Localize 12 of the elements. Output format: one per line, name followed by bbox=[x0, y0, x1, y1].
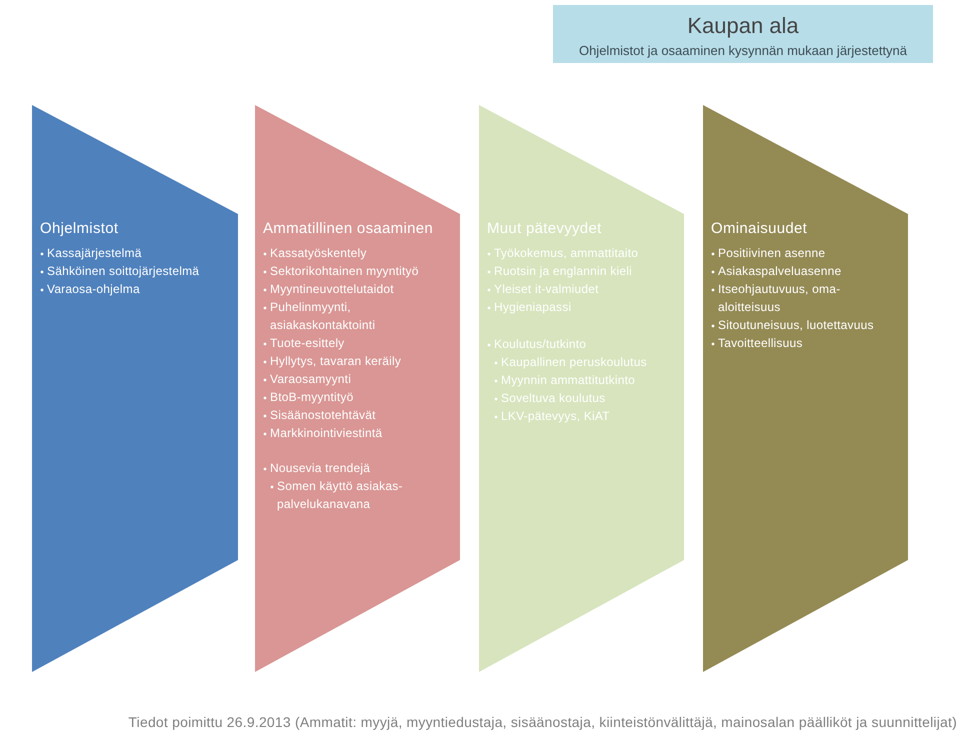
slanted-column-panel bbox=[32, 105, 238, 672]
slanted-column-panel bbox=[479, 105, 684, 672]
title-banner bbox=[553, 5, 933, 63]
subtitle-text: Ohjelmistot ja osaaminen kysynnän mukaan järjestettynä bbox=[578, 43, 908, 59]
column-heading: Ominaisuudet bbox=[711, 219, 808, 238]
source-note: Tiedot poimittu 26.9.2013 (Ammatit: myyjä, myyntiedustaja, sisäänostaja, kiinteistönvälittäjä, mainosalan päälliköt ja suunnittelijat) bbox=[127, 713, 957, 732]
slanted-column-panel bbox=[703, 105, 908, 672]
slanted-column-panel bbox=[255, 105, 460, 672]
column-heading: Ammatillinen osaaminen bbox=[263, 219, 434, 238]
column-heading: Ohjelmistot bbox=[40, 219, 118, 238]
title-text: Kaupan ala bbox=[687, 13, 799, 39]
column-heading: Muut pätevyydet bbox=[487, 219, 602, 238]
